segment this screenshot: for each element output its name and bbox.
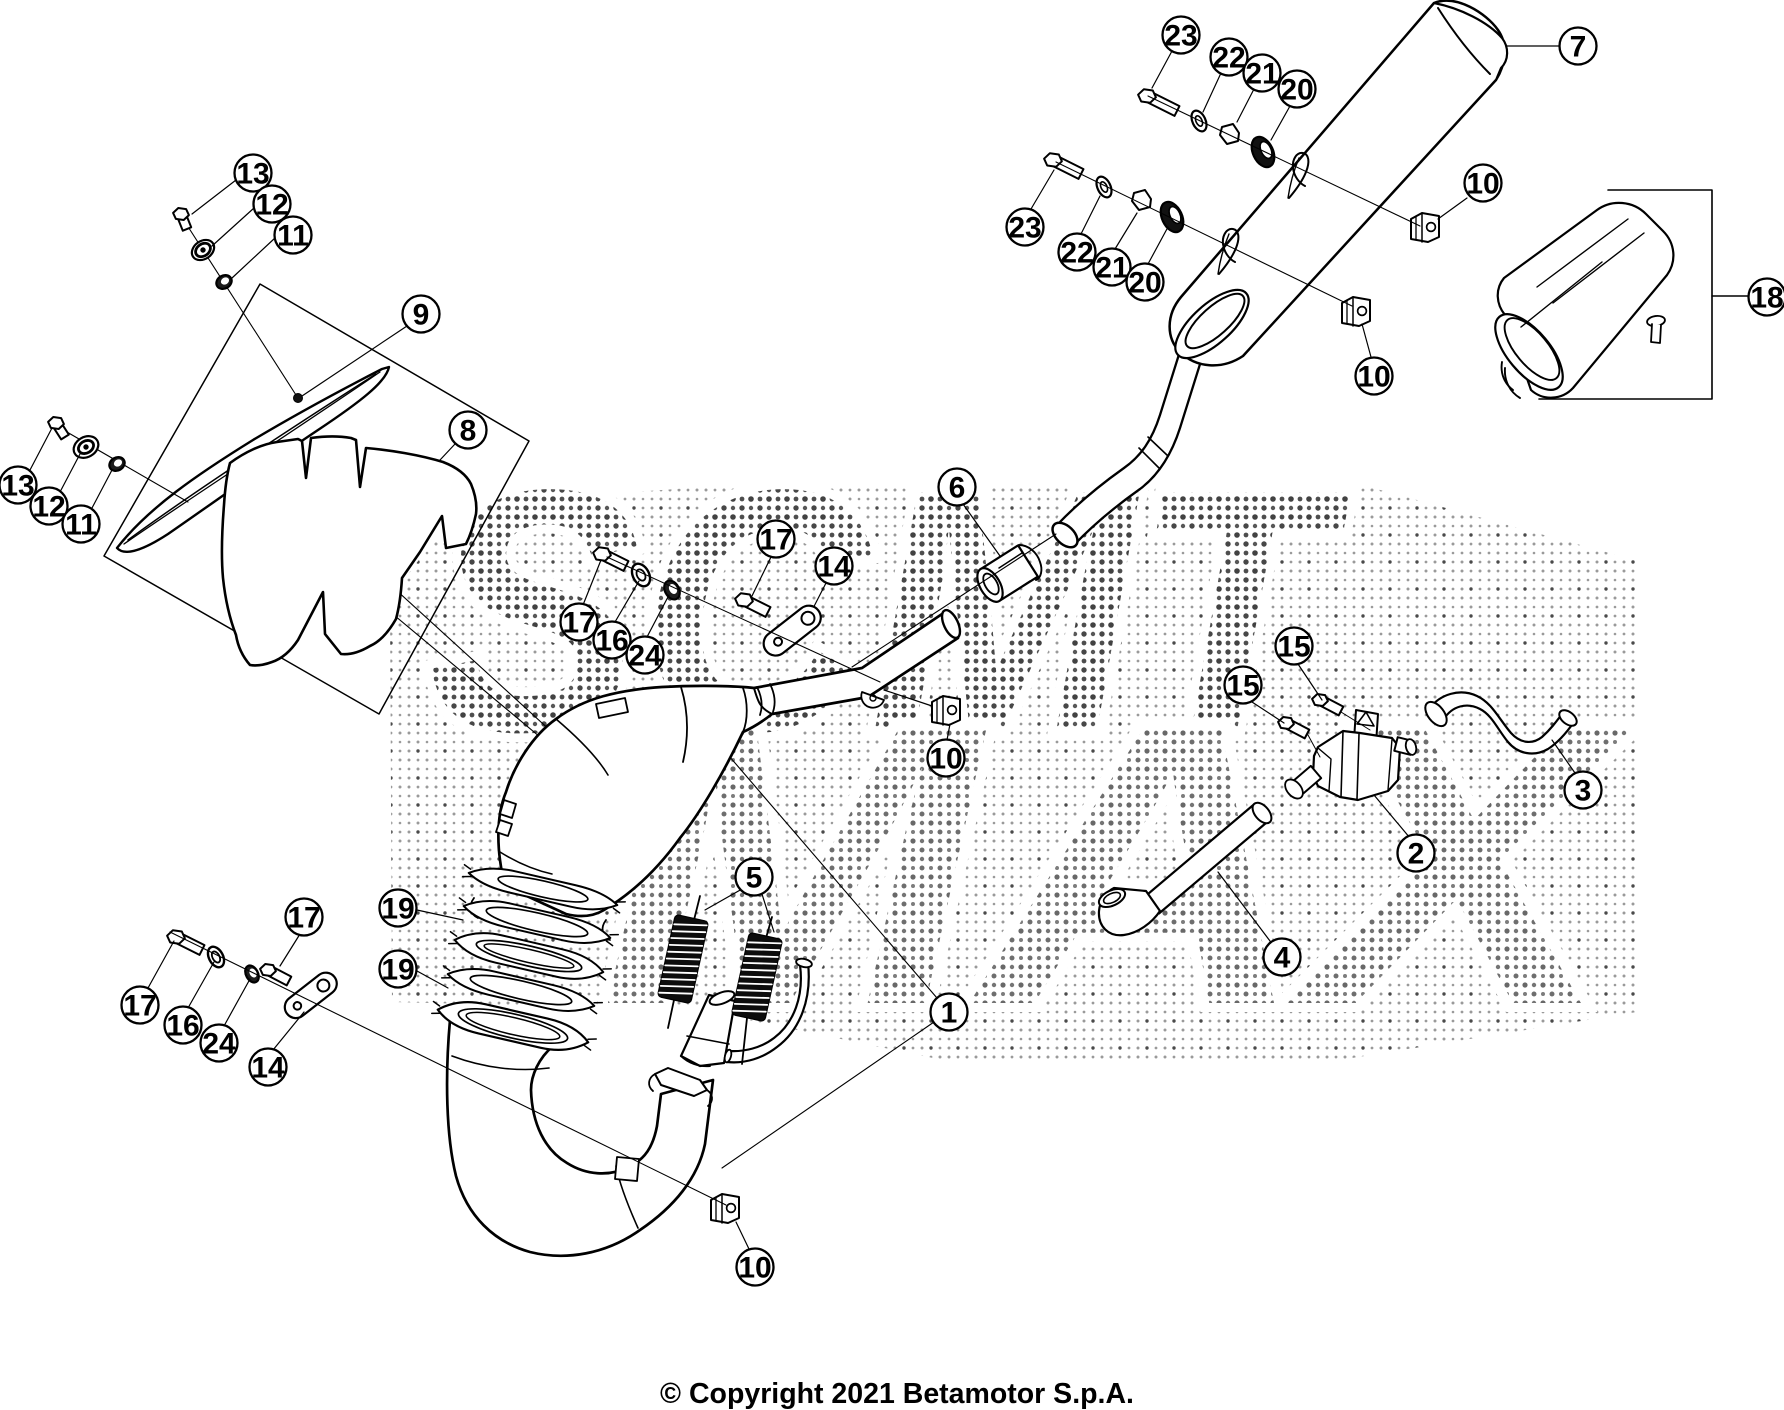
svg-text:9: 9 <box>413 299 430 332</box>
svg-text:10: 10 <box>929 743 962 776</box>
svg-text:2: 2 <box>1408 838 1425 871</box>
svg-text:16: 16 <box>595 625 628 658</box>
svg-text:10: 10 <box>1357 361 1390 394</box>
svg-text:10: 10 <box>738 1252 771 1285</box>
svg-text:7: 7 <box>1570 31 1587 64</box>
svg-text:12: 12 <box>32 491 65 524</box>
svg-text:13: 13 <box>236 158 269 191</box>
svg-text:24: 24 <box>628 640 662 673</box>
svg-text:8: 8 <box>460 415 477 448</box>
svg-text:5: 5 <box>746 862 763 895</box>
svg-text:14: 14 <box>251 1052 285 1085</box>
svg-text:20: 20 <box>1280 74 1313 107</box>
svg-text:11: 11 <box>277 220 309 253</box>
svg-text:15: 15 <box>1226 670 1259 703</box>
svg-text:17: 17 <box>759 524 792 557</box>
svg-text:23: 23 <box>1164 20 1197 53</box>
svg-text:18: 18 <box>1750 282 1783 315</box>
svg-text:17: 17 <box>562 607 595 640</box>
svg-text:12: 12 <box>255 189 288 222</box>
svg-text:19: 19 <box>381 893 414 926</box>
svg-text:19: 19 <box>381 954 414 987</box>
svg-text:22: 22 <box>1060 237 1093 270</box>
svg-text:4: 4 <box>1274 942 1291 975</box>
svg-text:17: 17 <box>123 990 156 1023</box>
svg-text:23: 23 <box>1008 212 1041 245</box>
svg-text:17: 17 <box>287 902 320 935</box>
svg-text:© Copyright 2021 Betamotor S.p: © Copyright 2021 Betamotor S.p.A. <box>660 1378 1134 1410</box>
svg-text:20: 20 <box>1128 267 1161 300</box>
svg-text:1: 1 <box>941 997 958 1030</box>
svg-text:6: 6 <box>949 472 966 505</box>
svg-text:14: 14 <box>817 551 851 584</box>
svg-text:15: 15 <box>1277 631 1310 664</box>
svg-text:21: 21 <box>1095 252 1128 285</box>
svg-text:21: 21 <box>1245 58 1278 91</box>
svg-text:22: 22 <box>1212 42 1245 75</box>
svg-text:13: 13 <box>1 470 34 503</box>
svg-text:10: 10 <box>1466 168 1499 201</box>
svg-text:3: 3 <box>1575 775 1592 808</box>
svg-text:11: 11 <box>65 509 97 542</box>
svg-text:24: 24 <box>202 1028 236 1061</box>
svg-text:16: 16 <box>166 1010 199 1043</box>
